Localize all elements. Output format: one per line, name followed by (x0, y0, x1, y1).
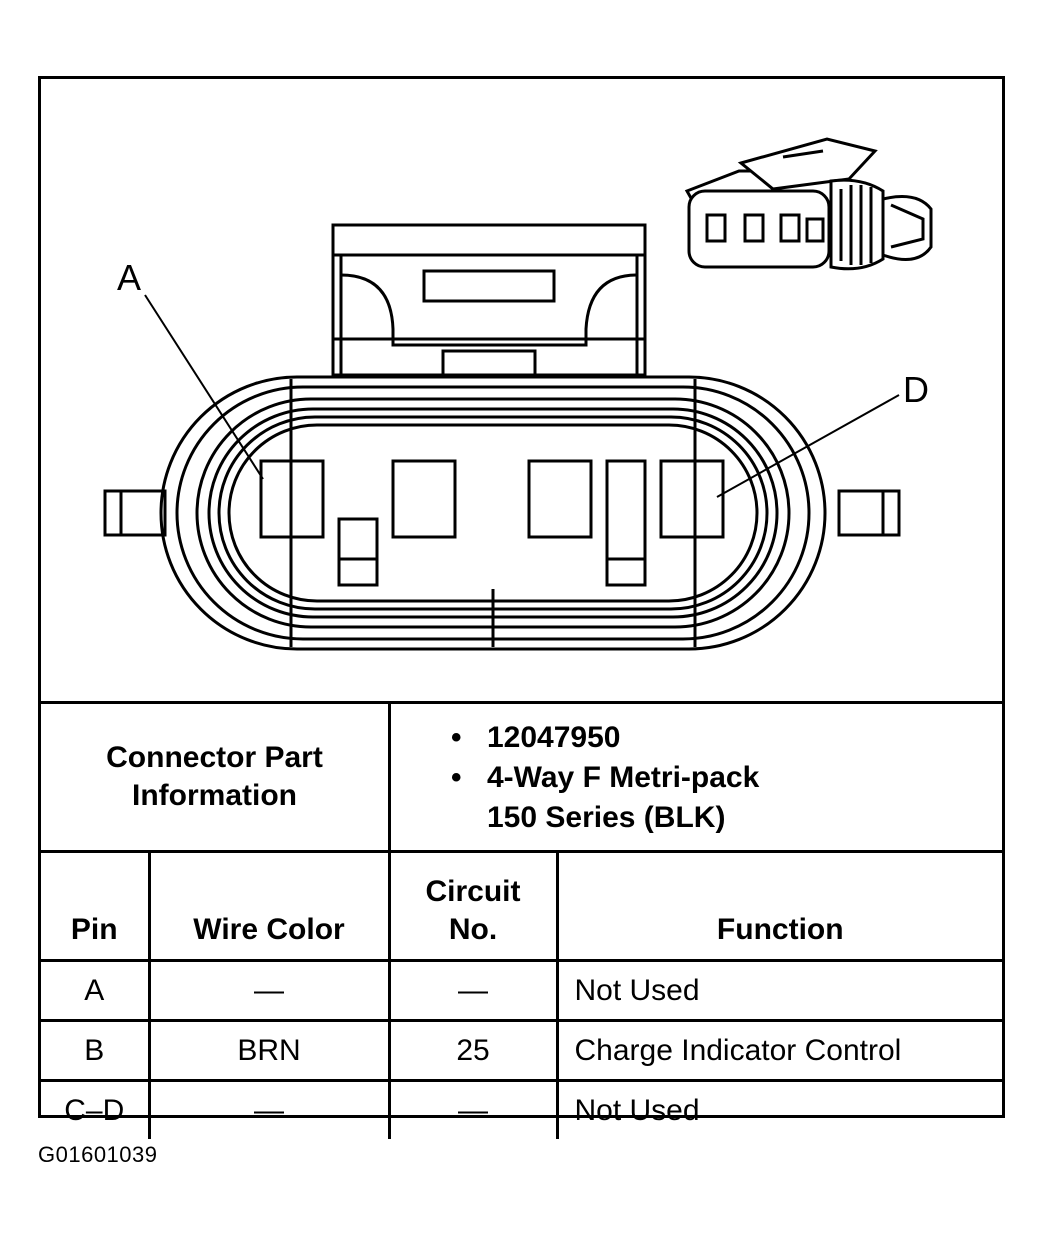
part-number: 12047950 (487, 721, 621, 754)
cell-pin: A (41, 959, 151, 1021)
pin-table-header: Pin Wire Color Circuit No. Function (41, 850, 1002, 961)
connector-thumbnail (684, 137, 933, 271)
description-item: • 4-Way F Metri-pack 150 Series (BLK) (451, 758, 1002, 838)
key-left (337, 517, 379, 587)
cell-circuit: — (389, 1079, 559, 1139)
info-label-line2: Information (132, 779, 297, 812)
description-line1: 4-Way F Metri-pack (487, 761, 760, 794)
cell-circuit: 25 (389, 1019, 559, 1081)
description-line2: 150 Series (BLK) (487, 801, 726, 834)
inner-face (227, 423, 759, 603)
cavity-d (659, 459, 725, 539)
cavity-c (527, 459, 593, 539)
cell-function: Not Used (557, 959, 1002, 1021)
connector-info-values: • 12047950 • 4-Way F Metri-pack 150 Seri… (389, 701, 1002, 850)
leader-a (144, 294, 264, 480)
callout-pin-d: D (903, 369, 929, 410)
connector-part-info: Connector Part Information • 12047950 • … (41, 701, 1002, 850)
right-tab (837, 489, 901, 537)
connector-drawing: A D (41, 79, 1002, 701)
header-circuit-line1: Circuit (425, 875, 521, 908)
callout-pin-a: A (117, 257, 142, 298)
key-right (605, 459, 647, 587)
header-wire-color: Wire Color (149, 850, 391, 961)
part-number-item: • 12047950 (451, 718, 1002, 758)
cell-circuit: — (389, 959, 559, 1021)
cell-wire-color: — (149, 959, 391, 1021)
header-circuit-line2: No. (448, 913, 498, 946)
table-row: A — — Not Used (41, 959, 1002, 1021)
cavity-a (259, 459, 325, 539)
cell-function: Charge Indicator Control (557, 1019, 1002, 1081)
diagram-frame: A D Connector Part Information • 1204795… (38, 76, 1005, 1139)
header-function: Function (557, 850, 1002, 961)
pin-table: Pin Wire Color Circuit No. Function A — … (41, 850, 1002, 1139)
table-row: B BRN 25 Charge Indicator Control (41, 1019, 1002, 1081)
connector-info-label: Connector Part Information (41, 701, 391, 850)
outer-seal (159, 375, 827, 651)
cell-wire-color: — (149, 1079, 391, 1139)
cavity-b (391, 459, 457, 539)
cell-function: Not Used (557, 1079, 1002, 1139)
info-label-line1: Connector Part (106, 741, 323, 774)
cell-wire-color: BRN (149, 1019, 391, 1081)
leader-d (716, 394, 900, 498)
left-tab (103, 489, 167, 537)
header-circuit: Circuit No. (389, 850, 559, 961)
header-pin: Pin (41, 850, 151, 961)
figure-code: G01601039 (38, 1142, 158, 1167)
bullet: • (451, 761, 462, 794)
table-row: C–D — — Not Used (41, 1079, 1002, 1139)
cell-pin: B (41, 1019, 151, 1081)
cell-pin: C–D (41, 1079, 151, 1139)
latch-window (422, 269, 556, 303)
connector-face-illustration (103, 137, 933, 651)
bullet: • (451, 721, 462, 754)
